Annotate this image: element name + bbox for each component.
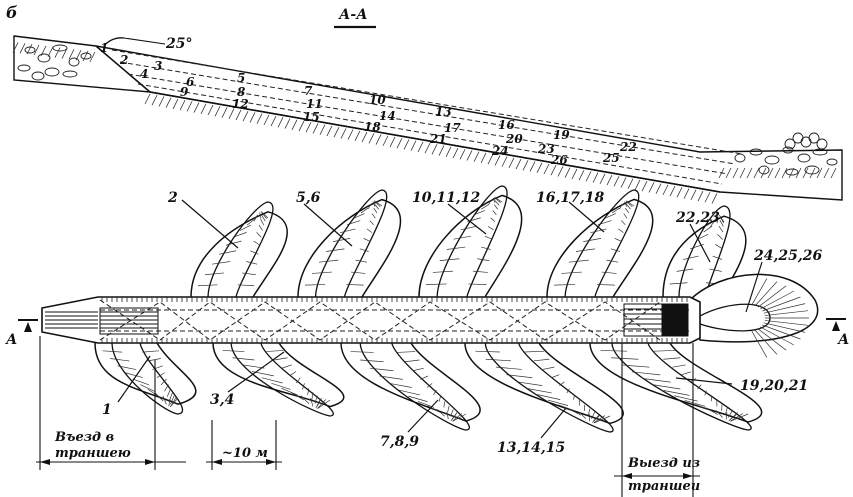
profile-number: 22 <box>619 140 637 154</box>
exit-label: траншеи <box>628 479 700 494</box>
profile-number: 3 <box>154 59 162 73</box>
angle-pointer <box>123 37 166 45</box>
lobe-label: 16,17,18 <box>536 190 604 206</box>
entry-ramp <box>45 307 159 335</box>
trench-floor <box>95 45 721 193</box>
profile-number: 8 <box>237 85 246 99</box>
profile-number: 21 <box>429 132 447 146</box>
lobe-label: 10,11,12 <box>412 190 480 206</box>
profile-number: 4 <box>140 67 148 81</box>
rubble <box>17 44 838 176</box>
lobe-label: 3,4 <box>210 392 234 408</box>
lobe-label: 5,6 <box>296 190 321 206</box>
dimension-labels: Въезд в траншею ~10 м Выезд из траншеи <box>54 430 700 494</box>
trench-cut-lines <box>99 299 690 341</box>
angle-arc <box>103 37 125 47</box>
profile-number: 19 <box>553 128 570 142</box>
profile-number: 15 <box>303 110 320 124</box>
excavation-lobe <box>190 201 288 298</box>
excavation-lobe <box>297 189 402 298</box>
entry-label: Въезд в <box>54 430 114 445</box>
lobe-label: 19,20,21 <box>740 378 808 394</box>
lobe-label: 7,8,9 <box>380 434 419 450</box>
section-marker-label: А <box>837 332 849 348</box>
excavation-lobes <box>94 185 819 433</box>
ground-hatch <box>12 42 837 204</box>
lobe-label: 13,14,15 <box>497 440 565 456</box>
spacing-label: ~10 м <box>222 446 268 461</box>
dimension-arrows <box>40 459 693 479</box>
trench-wall-ticks <box>101 297 688 343</box>
lobe-label: 24,25,26 <box>753 248 822 264</box>
leader-lines <box>117 199 763 439</box>
profile-number: 24 <box>491 144 509 158</box>
angle-label: 25° <box>165 36 192 52</box>
exit-label: Выезд из <box>627 456 700 471</box>
lobe-label: 22,23 <box>675 210 720 226</box>
excavation-lobe <box>340 342 481 431</box>
profile-number: 11 <box>306 97 323 111</box>
profile-number: 16 <box>498 118 515 132</box>
section-marker-label: А <box>5 332 17 348</box>
profile-number: 25 <box>602 151 620 165</box>
lobe-labels: 2 5,6 10,11,12 16,17,18 22,23 24,25,26 1… <box>102 190 822 456</box>
section-marker-left: А <box>5 319 38 348</box>
profile-number: 18 <box>364 120 381 134</box>
profile-number: 23 <box>537 142 555 156</box>
excavation-lobe <box>546 189 654 298</box>
panel-letter: б <box>6 3 18 22</box>
lobe-label: 1 <box>102 402 112 418</box>
profile-number: 2 <box>119 53 128 67</box>
plan-view: А А 2 5,6 10,11,12 16,17,18 22, <box>5 185 849 497</box>
profile-number: 20 <box>505 132 523 146</box>
section-marker-right: А <box>826 318 849 348</box>
profile-number: 17 <box>444 121 461 135</box>
excavation-layers <box>111 49 743 185</box>
profile-number: 12 <box>232 97 249 111</box>
excavation-lobe <box>212 342 345 417</box>
entry-label: траншею <box>55 446 131 461</box>
exit-ramp <box>623 303 689 337</box>
profile-number: 9 <box>180 85 189 99</box>
profile-number: 10 <box>369 93 386 107</box>
ground-outline <box>13 35 843 201</box>
profile-number: 14 <box>379 109 396 123</box>
exit-fan-lobe <box>689 273 819 358</box>
profile-number: 13 <box>435 105 452 119</box>
lobe-label: 2 <box>167 190 178 206</box>
profile-number: 5 <box>237 71 245 85</box>
profile-numbers: 1 2 3 4 5 6 7 8 9 10 11 12 13 14 15 16 1… <box>100 41 637 167</box>
profile-number: 6 <box>186 75 195 89</box>
profile-number: 7 <box>304 84 313 98</box>
profile-number: 1 <box>100 41 108 55</box>
profile-number: 26 <box>550 153 568 167</box>
excavation-lobe <box>464 342 624 433</box>
profile-section: б А-А 25° 1 2 3 4 5 6 7 8 9 <box>6 3 843 204</box>
section-title: А-А <box>338 7 368 23</box>
